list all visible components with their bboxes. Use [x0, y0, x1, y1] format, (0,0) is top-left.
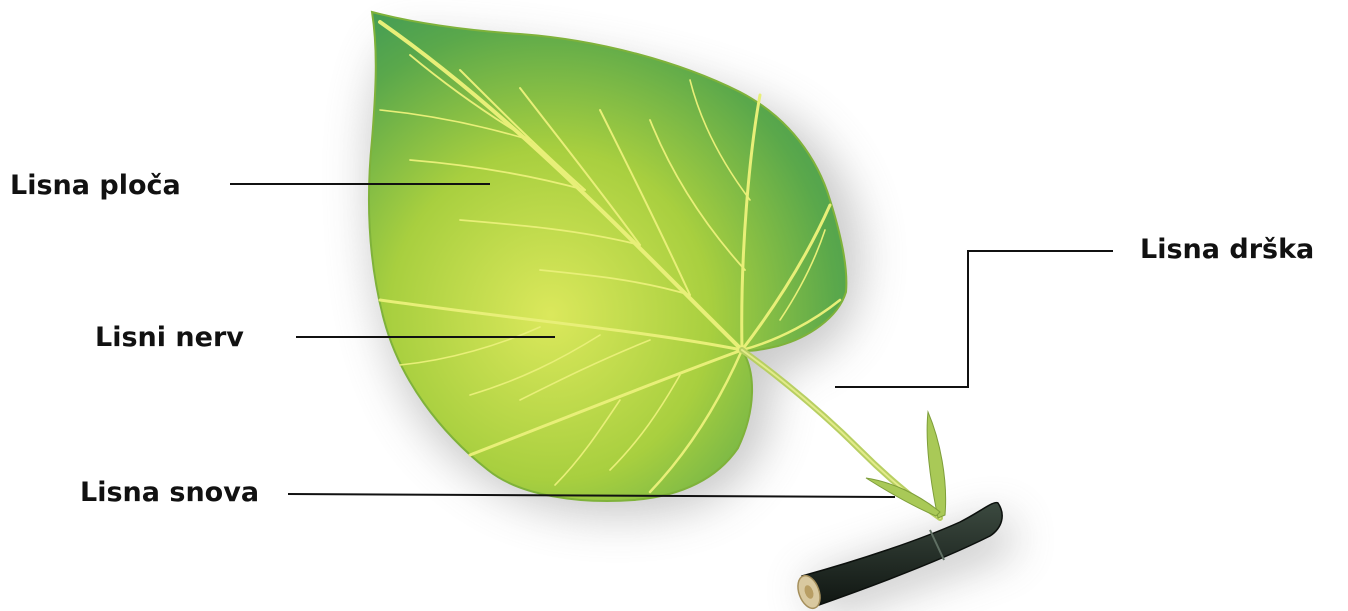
- label-leaf-vein: Lisni nerv: [95, 324, 244, 351]
- label-leaf-base: Lisna snova: [80, 479, 259, 506]
- label-leaf-stalk: Lisna drška: [1140, 236, 1314, 263]
- leader-line-stalk: [835, 251, 1113, 387]
- label-leaf-blade: Lisna ploča: [10, 172, 181, 199]
